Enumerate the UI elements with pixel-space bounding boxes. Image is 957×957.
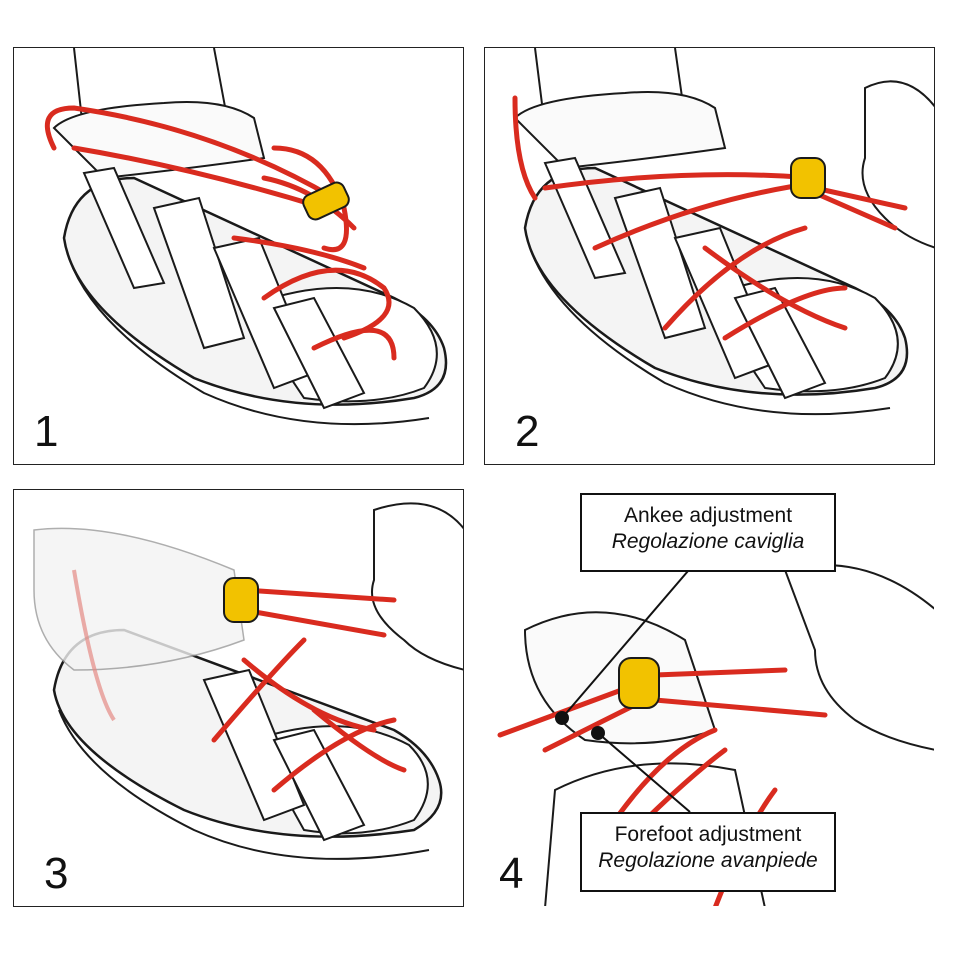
callout-label-italian: Regolazione avanpiede — [598, 849, 818, 872]
step-3-panel: 3 — [13, 489, 464, 907]
sandal-illustration-step-2 — [512, 48, 934, 416]
step-2-panel: 2 — [484, 47, 935, 465]
sandal-illustration-step-3 — [33, 502, 463, 860]
step-1-panel: 1 — [13, 47, 464, 465]
step-number: 2 — [515, 407, 540, 456]
callout-label-italian: Regolazione caviglia — [611, 530, 805, 553]
ankle-adjustment-callout: Ankee adjustment Regolazione caviglia — [580, 493, 836, 572]
callout-label: Forefoot adjustment — [614, 823, 802, 846]
step-number: 1 — [34, 407, 59, 456]
forefoot-adjustment-callout: Forefoot adjustment Regolazione avanpied… — [580, 812, 836, 892]
step-number: 4 — [499, 849, 524, 898]
step-number: 3 — [44, 849, 69, 898]
callout-label: Ankee adjustment — [623, 504, 793, 527]
sandal-illustration-step-1 — [44, 48, 448, 426]
